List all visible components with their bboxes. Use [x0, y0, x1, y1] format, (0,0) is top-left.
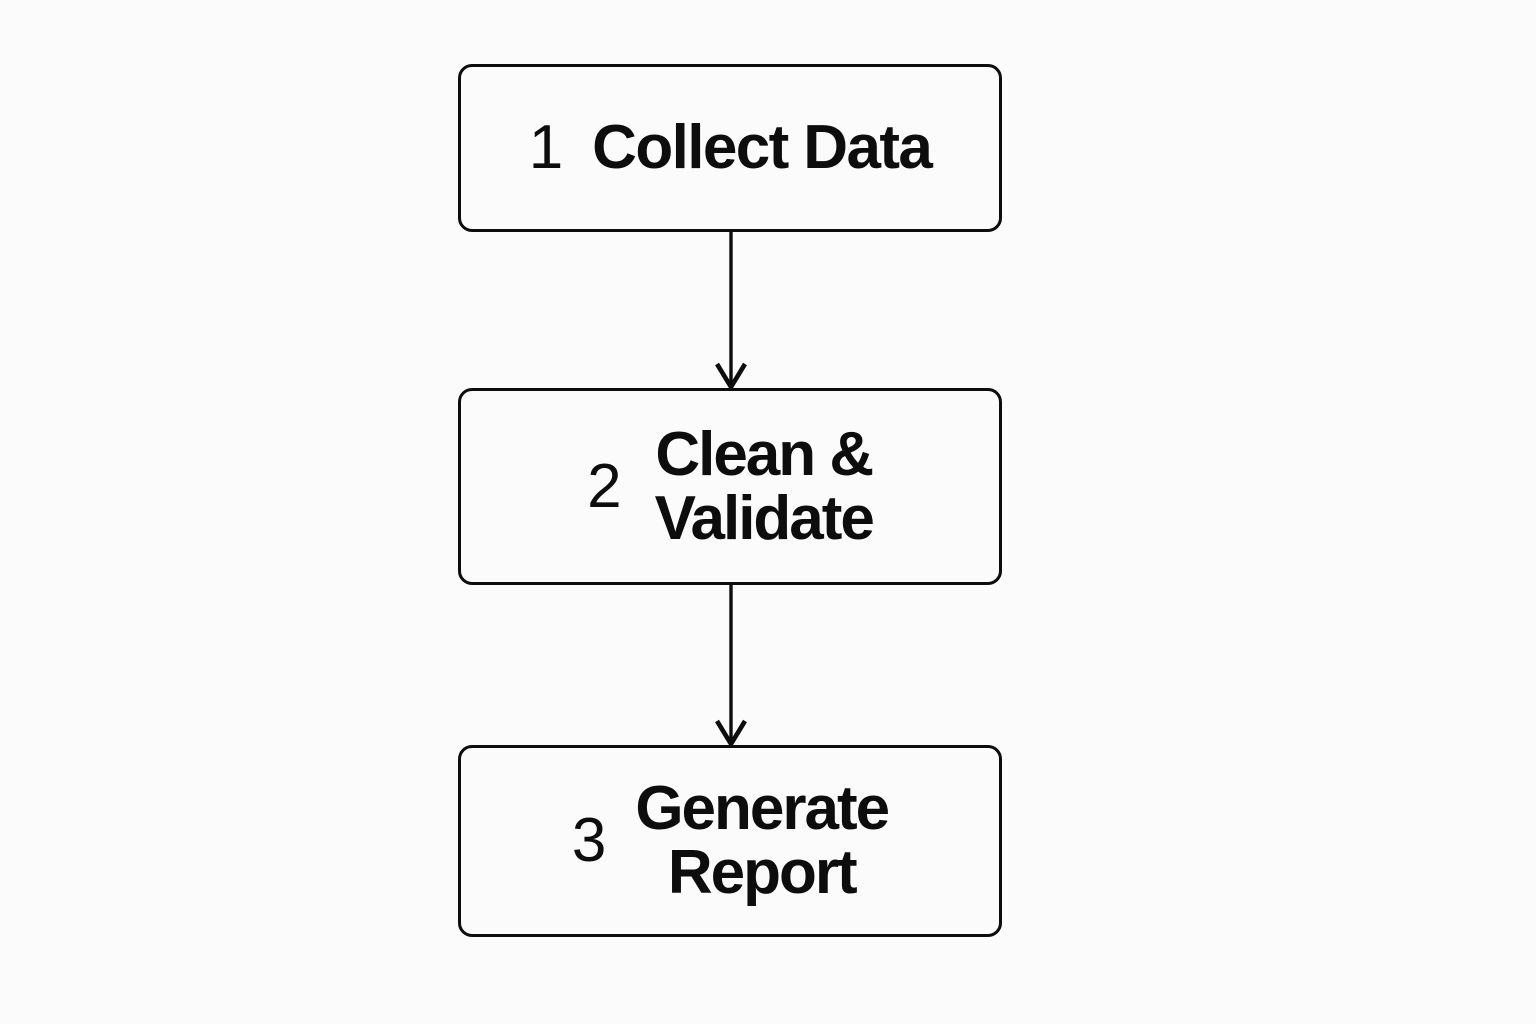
step-number: 2: [587, 451, 621, 521]
step-number: 1: [528, 112, 563, 182]
node-content: 2 Clean & Validate: [587, 419, 875, 553]
step-label: Clean & Validate: [654, 419, 875, 553]
flow-node-collect-data[interactable]: 1 Collect Data: [458, 64, 1002, 232]
node-content: 1 Collect Data: [528, 112, 933, 183]
node-content: 3 Generate Report: [571, 774, 890, 907]
connector-step2-to-step3: [715, 585, 747, 749]
step-number: 3: [571, 806, 606, 875]
connector-step1-to-step2: [715, 232, 747, 392]
flow-node-clean-validate[interactable]: 2 Clean & Validate: [458, 388, 1002, 585]
step-label: Generate Report: [635, 774, 890, 907]
step-label: Collect Data: [592, 113, 933, 183]
flow-node-generate-report[interactable]: 3 Generate Report: [458, 745, 1002, 937]
